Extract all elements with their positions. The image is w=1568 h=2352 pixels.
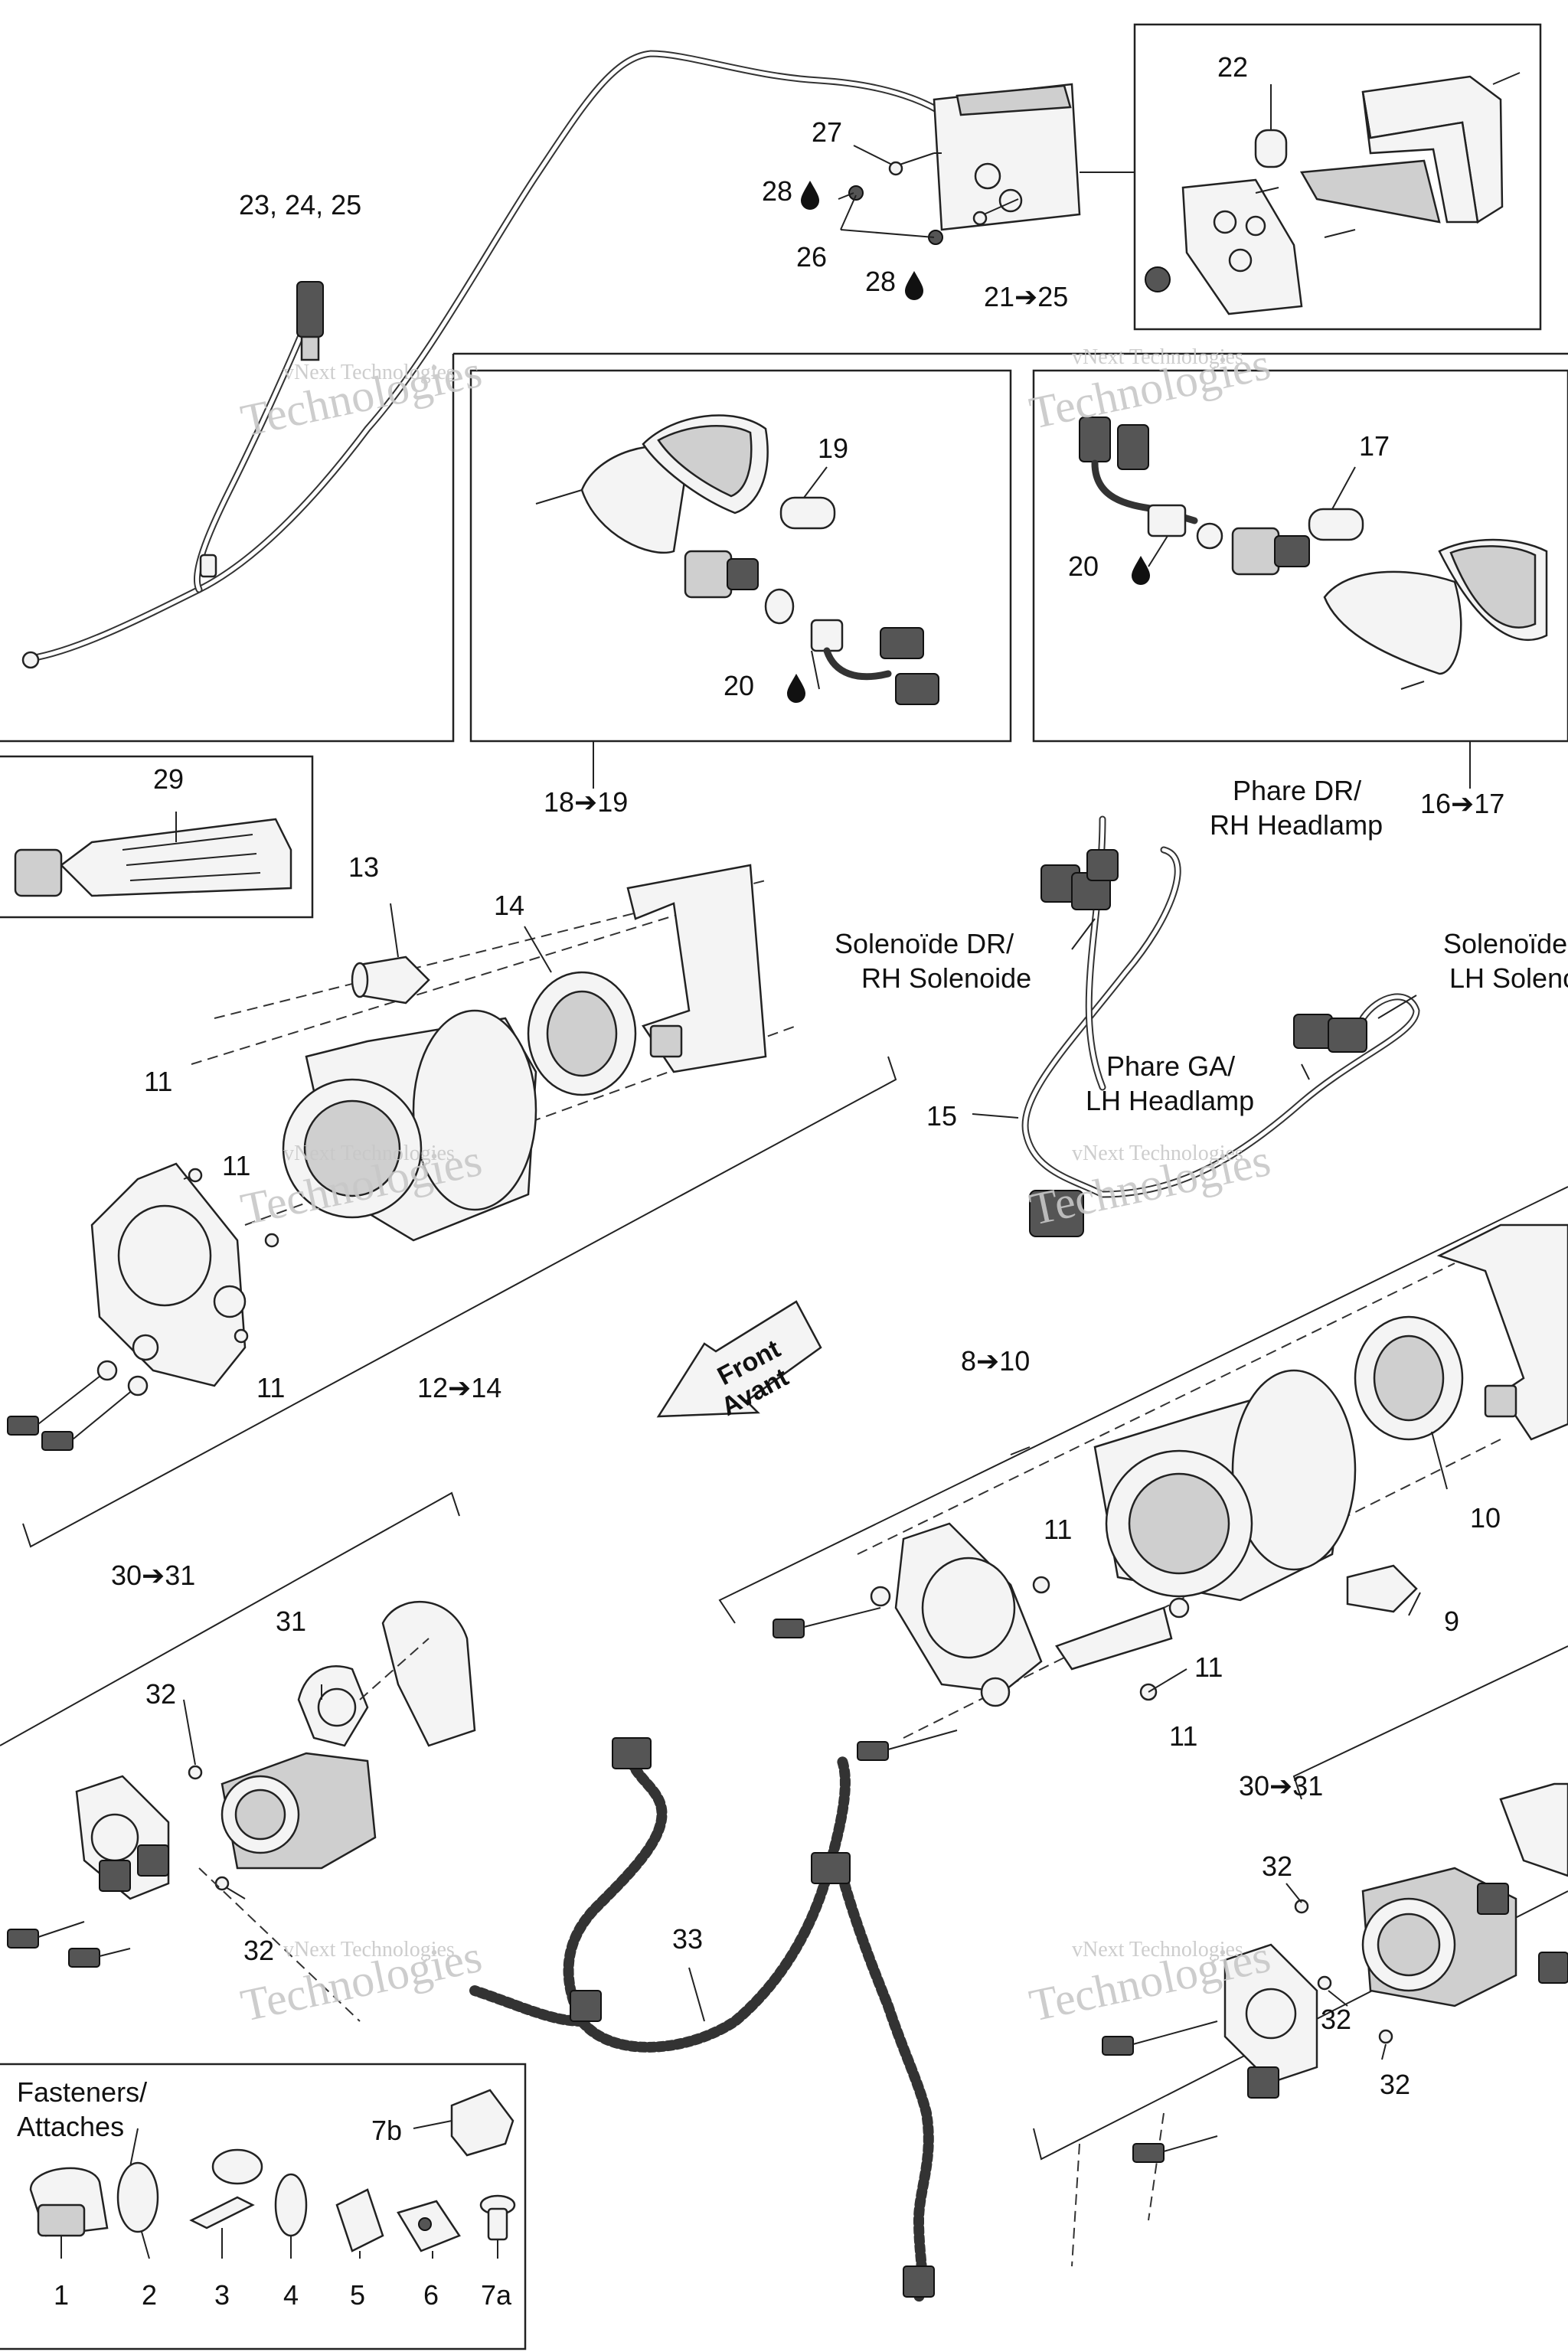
label-20: 20	[1068, 550, 1099, 582]
sealant-box	[0, 755, 314, 919]
label-27: 27	[812, 116, 842, 148]
label-11: 11	[222, 1150, 250, 1181]
fasteners-box	[0, 2063, 527, 2350]
label-rh-solenoide: RH Solenoide	[861, 962, 1031, 994]
tail-light-housing	[848, 83, 1135, 245]
label-solenoide-dr: Solenoïde DR/	[835, 928, 1014, 959]
lh-headlamp-assembly	[718, 1186, 1568, 1761]
label-solenoide-ga: Solenoïde GA/	[1443, 928, 1568, 959]
label-9: 9	[1444, 1606, 1459, 1637]
fog-lamp-right	[1033, 1645, 1568, 2267]
sealant-tube	[14, 818, 292, 897]
drop-icon	[905, 271, 923, 300]
label-16-17: 16➔17	[1420, 788, 1504, 819]
lh-signal-box	[1032, 369, 1568, 743]
headlamp-harness	[1021, 815, 1420, 1237]
label-20: 20	[724, 670, 754, 701]
label-fasteners: Fasteners/	[17, 2076, 147, 2108]
label-3: 3	[214, 2279, 230, 2311]
tail-light-box	[1133, 23, 1542, 331]
fog-harness	[469, 1737, 935, 2302]
label-7a: 7a	[481, 2279, 512, 2311]
label-30-31: 30➔31	[111, 1560, 195, 1591]
label-rh-headlamp: RH Headlamp	[1210, 809, 1383, 841]
label-11: 11	[144, 1066, 172, 1097]
label-32: 32	[243, 1935, 274, 1966]
label-12-14: 12➔14	[417, 1372, 501, 1403]
watermarks: vNext Technologies Technologies vNext Te…	[237, 338, 1275, 2031]
tail-harness	[21, 50, 969, 669]
label-phare-dr: Phare DR/	[1233, 775, 1361, 806]
label-14: 14	[494, 890, 524, 921]
front-arrow	[656, 1300, 822, 1418]
watermark-text: vNext Technologies	[283, 361, 455, 384]
label-32: 32	[1262, 1851, 1292, 1882]
watermark-text: vNext Technologies	[1072, 1142, 1243, 1165]
tail-light-parts	[1145, 72, 1521, 315]
fastener-clip-1	[29, 2167, 109, 2237]
label-13: 13	[348, 851, 379, 883]
label-lh-solenoide: LH Solenoide	[1449, 962, 1568, 994]
fastener-tie-2	[116, 2128, 159, 2233]
label-26: 26	[796, 241, 827, 273]
label-18-19: 18➔19	[544, 786, 628, 818]
label-32: 32	[145, 1678, 176, 1710]
label-22: 22	[1217, 51, 1248, 83]
drop-icon	[1132, 556, 1150, 585]
fastener-tie-3	[189, 2148, 263, 2230]
label-attaches: Attaches	[17, 2111, 124, 2142]
label-7b: 7b	[371, 2115, 402, 2146]
label-6: 6	[423, 2279, 439, 2311]
label-11: 11	[1044, 1514, 1072, 1545]
fog-lamp-left	[0, 1491, 476, 2022]
fastener-clip-7b	[450, 2089, 514, 2157]
label-11: 11	[256, 1372, 285, 1403]
label-19: 19	[818, 433, 848, 464]
fastener-nut-6	[397, 2200, 461, 2252]
fastener-tie-4	[274, 2173, 308, 2237]
label-29: 29	[153, 763, 184, 795]
rh-signal-box	[469, 369, 1012, 743]
label-10: 10	[1470, 1502, 1501, 1534]
signal-outer-frame	[0, 352, 1568, 743]
label-lh-headlamp: LH Headlamp	[1086, 1085, 1254, 1116]
watermark-text: vNext Technologies	[1072, 345, 1243, 369]
label-phare-ga: Phare GA/	[1106, 1050, 1235, 1082]
label-17: 17	[1359, 430, 1390, 462]
lh-turn-signal	[1079, 416, 1548, 690]
label-32: 32	[1321, 2004, 1351, 2035]
label-33: 33	[672, 1923, 703, 1955]
fastener-clip-5	[335, 2188, 384, 2252]
label-23-24-25: 23, 24, 25	[239, 189, 361, 220]
fastener-rivet-7a	[479, 2194, 516, 2241]
part-labels: 22 27 28 26 28 21➔25 23, 24, 25 19 20 17…	[17, 51, 1568, 2311]
rh-turn-signal	[535, 414, 939, 705]
label-11: 11	[1169, 1720, 1197, 1752]
label-30-31: 30➔31	[1239, 1770, 1323, 1802]
label-2: 2	[142, 2279, 157, 2311]
label-4: 4	[283, 2279, 299, 2311]
leader-lines	[60, 84, 1471, 2259]
drop-icons	[787, 181, 1150, 703]
label-21-25: 21➔25	[984, 281, 1068, 312]
label-8-10: 8➔10	[961, 1345, 1030, 1377]
watermark-text: vNext Technologies	[283, 1938, 455, 1962]
label-28: 28	[865, 266, 896, 297]
label-1: 1	[54, 2279, 69, 2311]
label-11: 11	[1194, 1651, 1223, 1683]
label-32: 32	[1380, 2069, 1410, 2100]
drop-icon	[787, 674, 805, 703]
label-31: 31	[276, 1606, 306, 1637]
rh-headlamp-assembly	[7, 864, 897, 1548]
watermark-text: vNext Technologies	[1072, 1938, 1243, 1962]
watermark-text: vNext Technologies	[283, 1142, 455, 1165]
label-28: 28	[762, 175, 792, 207]
label-5: 5	[350, 2279, 365, 2311]
label-15: 15	[926, 1100, 957, 1132]
drop-icon	[801, 181, 819, 210]
